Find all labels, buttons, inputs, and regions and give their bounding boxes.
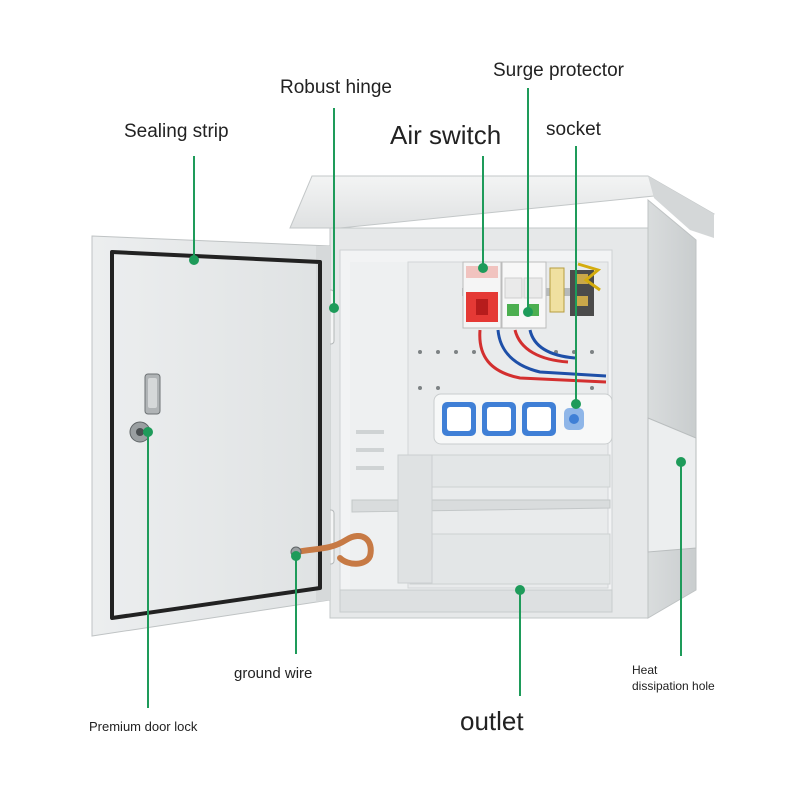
power-switch-button <box>564 408 584 430</box>
label-heat-dissipation-hole: Heat dissipation hole <box>632 662 715 694</box>
socket-outlet <box>482 402 516 436</box>
cabinet-door <box>91 235 331 637</box>
sealing-gasket <box>110 250 322 620</box>
socket-outlet <box>442 402 476 436</box>
label-premium-door-lock: Premium door lock <box>89 719 198 734</box>
label-surge-protector: Surge protector <box>493 60 624 81</box>
surge-protector-module <box>501 261 547 329</box>
wiring <box>478 329 607 384</box>
leader-lines <box>143 88 686 708</box>
label-ground-wire: ground wire <box>234 665 313 682</box>
label-outlet: outlet <box>460 706 524 736</box>
terminal-block <box>549 262 602 316</box>
label-heat-line-2: dissipation hole <box>632 679 715 694</box>
label-robust-hinge: Robust hinge <box>280 77 392 98</box>
rain-roof <box>289 175 715 238</box>
label-socket: socket <box>546 119 601 140</box>
label-heat-line-1: Heat <box>632 663 658 677</box>
door-lock <box>129 373 161 443</box>
power-strip <box>433 393 613 445</box>
mounting-shelf <box>351 454 611 585</box>
heat-dissipation-cover <box>647 417 697 553</box>
air-switch-breaker <box>462 261 502 329</box>
label-sealing-strip: Sealing strip <box>124 121 229 142</box>
label-air-switch: Air switch <box>390 120 502 150</box>
socket-outlet <box>522 402 556 436</box>
